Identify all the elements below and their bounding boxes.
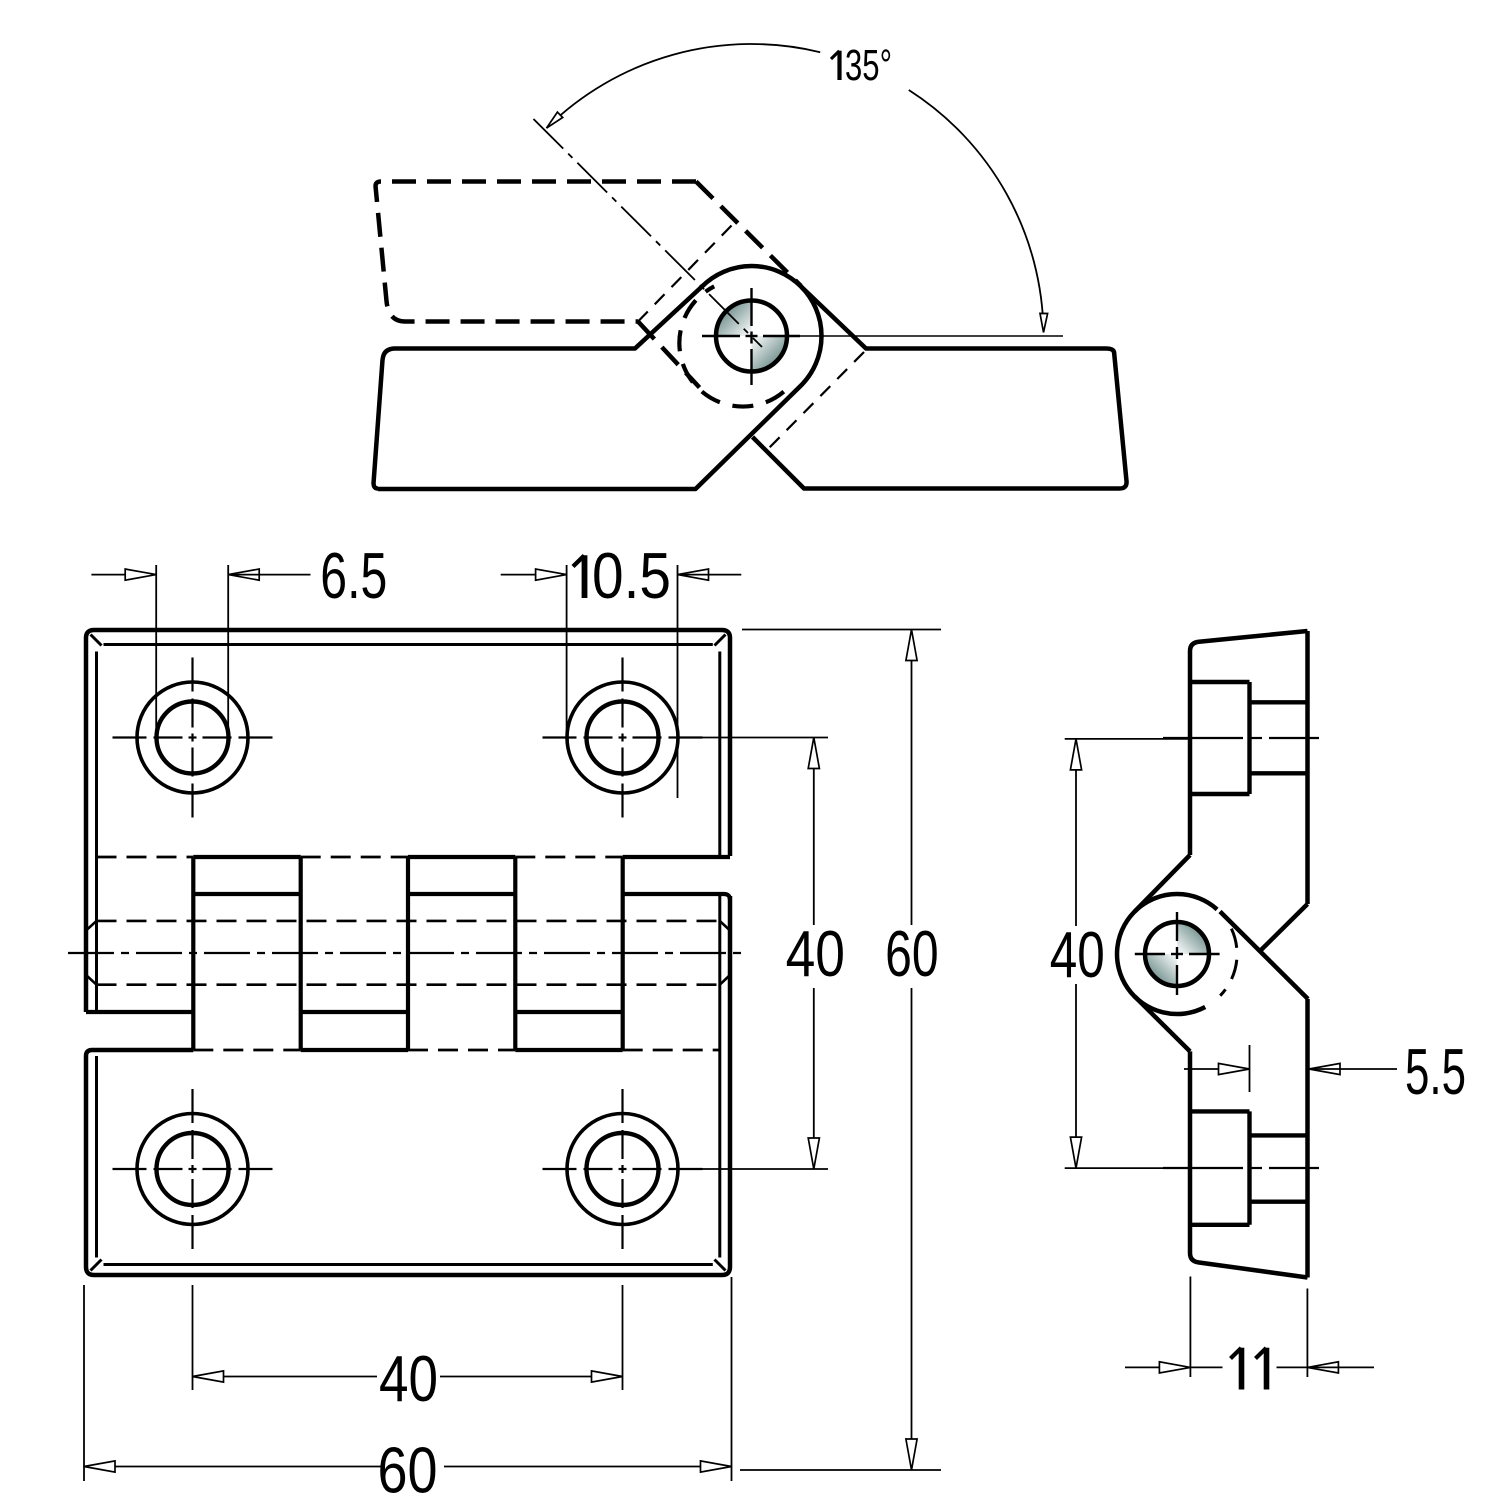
svg-text:60: 60 — [885, 918, 939, 990]
svg-text:35°: 35° — [845, 41, 892, 90]
svg-text:6.5: 6.5 — [320, 540, 387, 612]
svg-text:60: 60 — [378, 1435, 438, 1500]
svg-text:40: 40 — [379, 1343, 438, 1415]
svg-text:40: 40 — [1050, 919, 1105, 991]
svg-text:0.5: 0.5 — [592, 540, 671, 612]
svg-text:5.5: 5.5 — [1405, 1036, 1466, 1108]
svg-text:40: 40 — [786, 918, 845, 990]
